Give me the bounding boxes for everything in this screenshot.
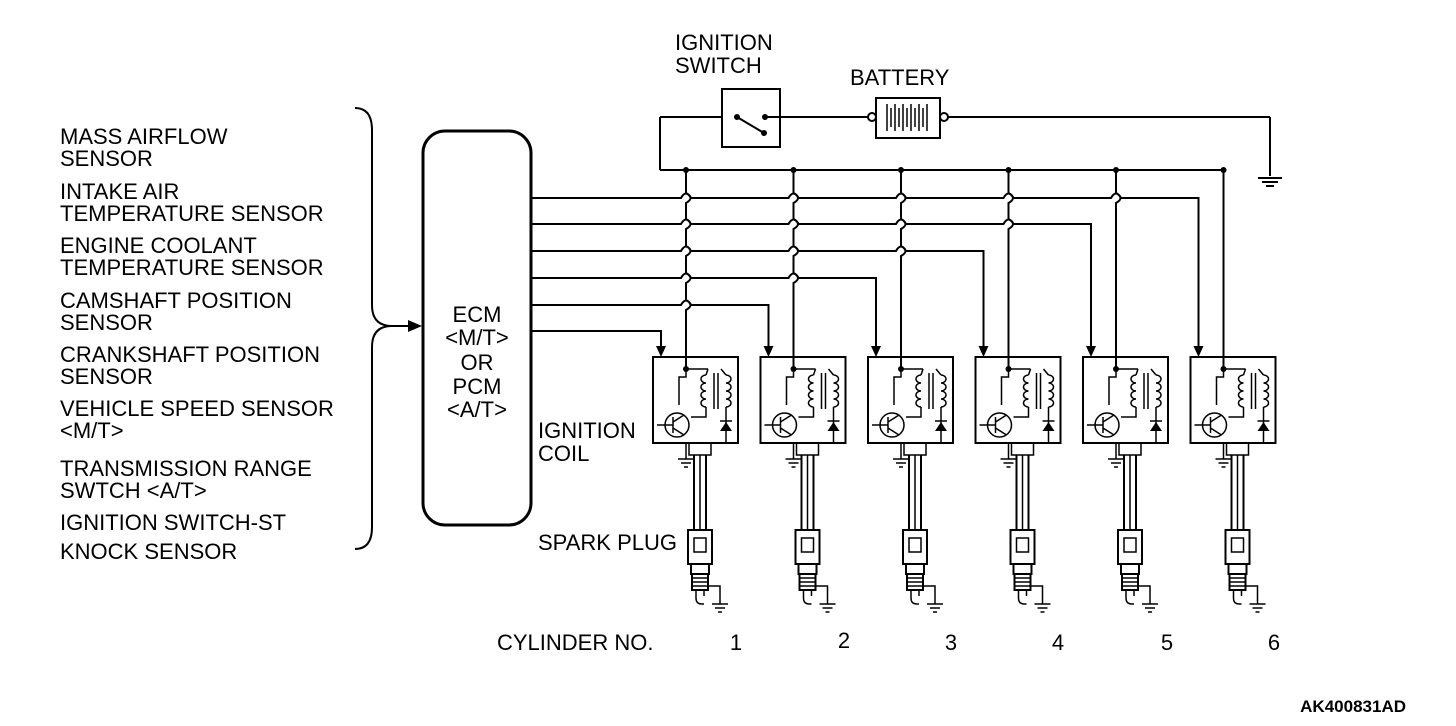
spark-plug-2: [794, 529, 836, 613]
signal-line-6: [531, 192, 1204, 357]
cylinder-number-1: 1: [730, 630, 742, 655]
signal-line-4: [531, 245, 989, 357]
figure-id: AK400831AD: [1300, 697, 1406, 716]
ignition-switch-label-line2: SWITCH: [675, 53, 762, 78]
input-camshaft-position-line1: CAMSHAFT POSITION: [60, 288, 292, 313]
ecm-label-line1: ECM: [453, 302, 502, 327]
spark-plug-3: [902, 529, 943, 613]
cylinder-number-4: 4: [1052, 630, 1064, 655]
ignition-coil-unit-3: [867, 167, 954, 613]
battery-label: BATTERY: [850, 65, 950, 90]
spark-plug-4: [1009, 529, 1051, 613]
input-intake-air-temp-line2: TEMPERATURE SENSOR: [60, 201, 324, 226]
spark-plug-6: [1224, 529, 1266, 613]
ecm-signal-lines: [531, 192, 1204, 357]
input-mass-airflow-line1: MASS AIRFLOW: [60, 124, 228, 149]
signal-line-5: [531, 218, 1096, 357]
battery-symbol: [867, 97, 949, 139]
input-knock-sensor: KNOCK SENSOR: [60, 539, 237, 564]
ecm-label-line2: <M/T>: [445, 325, 509, 350]
signal-line-2: [531, 299, 774, 357]
spark-plug-1: [687, 529, 728, 613]
arrow-to-ecm: [408, 320, 422, 332]
input-vehicle-speed-line1: VEHICLE SPEED SENSOR: [60, 396, 334, 421]
cylinder-number-2: 2: [838, 628, 850, 653]
power-supply: IGNITION SWITCH BATTERY: [659, 30, 1282, 187]
signal-line-1: [531, 330, 666, 357]
input-vehicle-speed-line2: <M/T>: [60, 418, 124, 443]
input-crankshaft-position-line2: SENSOR: [60, 364, 153, 389]
ignition-coil-unit-1: [652, 167, 739, 613]
spark-plug-5: [1117, 529, 1158, 613]
input-engine-coolant-temp-line1: ENGINE COOLANT: [60, 233, 257, 258]
spark-plug-label: SPARK PLUG: [538, 530, 677, 555]
ignition-coil-unit-5: [1082, 167, 1169, 613]
ignition-switch-label-line1: IGNITION: [675, 30, 773, 55]
ignition-coil-unit-4: [974, 167, 1062, 613]
cylinder-number-3: 3: [945, 630, 957, 655]
input-brace: [354, 107, 422, 550]
ecm-label-line4: PCM: [453, 374, 502, 399]
cylinder-number-5: 5: [1161, 630, 1173, 655]
ecm-label-line3: OR: [461, 350, 494, 375]
input-camshaft-position-line2: SENSOR: [60, 310, 153, 335]
ignition-coil-unit-6: [1189, 167, 1277, 613]
ecm-block: ECM <M/T> OR PCM <A/T>: [421, 129, 533, 527]
signal-line-3: [531, 272, 881, 357]
cylinder-number-label: CYLINDER NO.: [497, 630, 653, 655]
input-transmission-range-line1: TRANSMISSION RANGE: [60, 456, 312, 481]
ignition-coil-unit-2: [759, 167, 847, 613]
cylinder-number-6: 6: [1268, 630, 1280, 655]
input-mass-airflow-line2: SENSOR: [60, 146, 153, 171]
input-engine-coolant-temp-line2: TEMPERATURE SENSOR: [60, 255, 324, 280]
input-intake-air-temp-line1: INTAKE AIR: [60, 179, 179, 204]
ignition-coil-label-line2: COIL: [538, 441, 589, 466]
ignition-coil-units: [652, 167, 1277, 613]
cylinder-numbers: 1 2 3 4 5 6: [730, 628, 1280, 655]
input-transmission-range-line2: SWTCH <A/T>: [60, 478, 207, 503]
ecm-label-line5: <A/T>: [447, 397, 507, 422]
sensor-labels: MASS AIRFLOW SENSOR INTAKE AIR TEMPERATU…: [60, 124, 334, 564]
input-crankshaft-position-line1: CRANKSHAFT POSITION: [60, 342, 320, 367]
ignition-coil-label-line1: IGNITION: [538, 418, 636, 443]
battery-ground-symbol: [1258, 177, 1282, 187]
input-ignition-switch-st: IGNITION SWITCH-ST: [60, 510, 286, 535]
